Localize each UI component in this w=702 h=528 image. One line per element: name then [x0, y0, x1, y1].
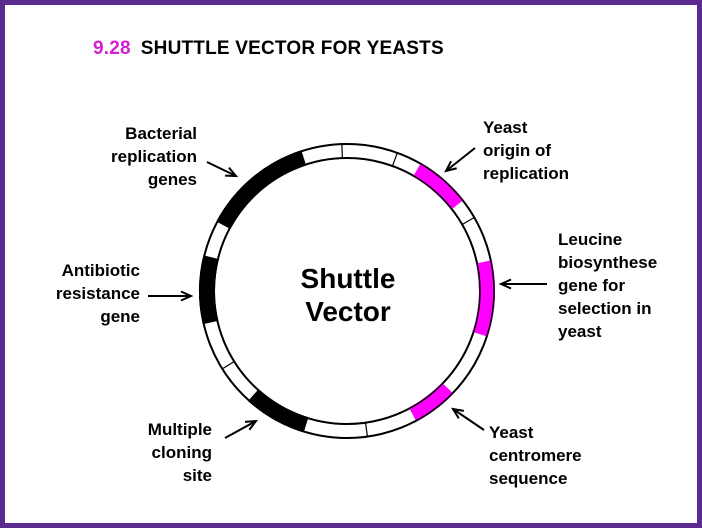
- label-leucine-gene: Leucine biosynthese gene for selection i…: [558, 230, 658, 341]
- arrow-shaft: [452, 408, 485, 431]
- arrow-shaft: [206, 161, 237, 177]
- arrow-bacterial-replication: [206, 161, 239, 178]
- arrow-antibiotic-resistance: [148, 290, 194, 302]
- arrow-head: [450, 407, 465, 419]
- plasmid-ring: [199, 143, 495, 439]
- arrow-yeast-centromere: [450, 407, 485, 431]
- arrow-head: [244, 419, 259, 431]
- label-multiple-cloning: Multiple cloning site: [147, 420, 212, 485]
- multiple-cloning-segment: [247, 388, 309, 433]
- arrow-head: [498, 278, 512, 290]
- figure-title-text: SHUTTLE VECTOR FOR YEASTS: [140, 38, 444, 59]
- antibiotic-resistance-segment: [199, 255, 219, 325]
- ring-divider: [461, 216, 475, 226]
- arrow-shaft: [445, 147, 476, 172]
- arrow-head: [224, 166, 239, 178]
- ring-divider: [391, 152, 398, 167]
- ring-outer-edge-top: [199, 143, 495, 439]
- bacterial-replication-segment: [216, 150, 307, 230]
- label-yeast-origin: Yeast origin of replication: [483, 118, 569, 183]
- arrow-head: [444, 160, 457, 173]
- ring-inner-edge-top: [213, 157, 481, 425]
- leucine-gene-segment: [472, 260, 495, 337]
- label-antibiotic-resistance: Antibiotic resistance gene: [55, 261, 140, 326]
- figure-number: 9.28: [93, 38, 131, 59]
- figure-title: 9.28 SHUTTLE VECTOR FOR YEASTS: [93, 38, 444, 60]
- arrow-leucine-gene: [498, 278, 547, 290]
- arrow-shaft: [224, 420, 257, 439]
- arrow-multiple-cloning: [224, 419, 259, 439]
- label-yeast-centromere: Yeast centromere sequence: [489, 423, 582, 488]
- label-bacterial-replication: Bacterial replication genes: [111, 124, 197, 189]
- ring-divider: [364, 422, 369, 437]
- ring-divider: [222, 360, 235, 370]
- yeast-origin-segment: [412, 162, 464, 210]
- yeast-centromere-segment: [408, 382, 454, 422]
- arrow-head: [180, 290, 194, 302]
- pointer-arrows: [148, 147, 547, 439]
- center-label: Shuttle Vector: [300, 263, 396, 327]
- arrow-yeast-origin: [444, 147, 476, 173]
